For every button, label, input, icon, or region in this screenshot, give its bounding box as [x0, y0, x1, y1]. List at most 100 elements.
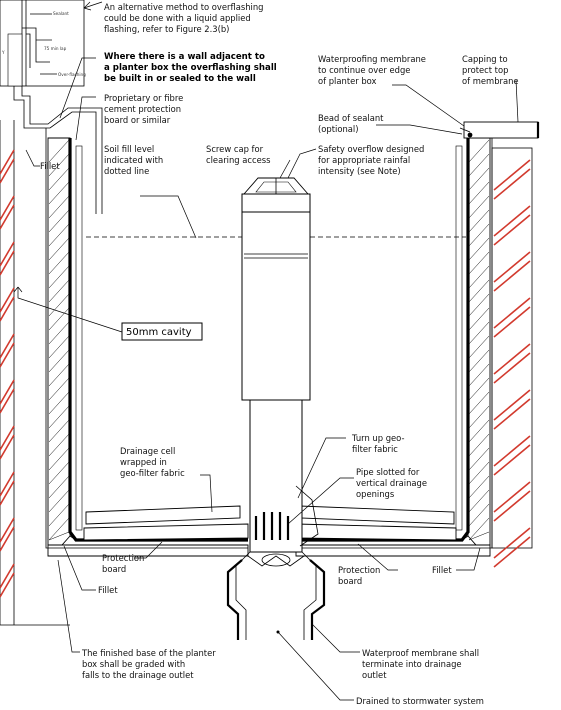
- fillet-right-label: Fillet: [432, 565, 452, 575]
- wall-adjacent-note-line-3: be built in or sealed to the wall: [104, 74, 256, 84]
- brick-hatch-mark: [0, 250, 15, 276]
- wall-hatch-mark: [48, 181, 70, 205]
- wall-hatch-mark: [48, 321, 70, 345]
- brick-hatch-mark: [493, 352, 531, 384]
- drainage-cell-label-line-2: wrapped in: [120, 457, 167, 467]
- brick-hatch-mark: [493, 536, 531, 568]
- wall-hatch-mark: [468, 531, 490, 541]
- wall-hatch-mark: [48, 251, 70, 275]
- soil-fill-label-line-1: Soil fill level: [104, 144, 154, 154]
- wall-hatch-mark: [468, 237, 490, 261]
- left-brick-wall: [0, 120, 70, 626]
- wall-hatch-mark: [468, 419, 490, 443]
- brick-hatch-mark: [493, 260, 531, 292]
- finished-base-label-line-2: box shall be graded with: [82, 659, 185, 669]
- brick-hatch-mark: [0, 572, 15, 598]
- brick-hatch-mark: [0, 287, 15, 313]
- wall-hatch-mark: [468, 475, 490, 499]
- brick-hatch-mark: [493, 343, 531, 375]
- wall-hatch-mark: [48, 265, 70, 289]
- wall-hatch-mark: [468, 489, 490, 513]
- finished-base-label-line-1: The finished base of the planter: [81, 648, 216, 658]
- wall-adjacent-note-line-2: a planter box the overflashing shall: [104, 63, 277, 73]
- brick-hatch-mark: [0, 480, 15, 506]
- brick-hatch-mark: [0, 388, 15, 414]
- brick-hatch-mark: [0, 526, 15, 552]
- brick-hatch-mark: [0, 333, 15, 359]
- wall-hatch-mark: [48, 447, 70, 471]
- turn-up-label-line-1: Turn up geo-: [351, 433, 404, 443]
- protection-board-right-label-line-2: board: [338, 576, 362, 586]
- brick-hatch-mark: [493, 490, 531, 522]
- brick-hatch-mark: [0, 149, 15, 175]
- brick-hatch-mark: [0, 204, 15, 230]
- screw-cap-label-line-1: Screw cap for: [206, 144, 264, 154]
- wall-hatch-mark: [468, 279, 490, 303]
- wall-hatch-mark: [468, 251, 490, 275]
- protection-board-left-label-line-2: board: [102, 564, 126, 574]
- pipe-slotted-label-line-2: vertical drainage: [356, 478, 427, 488]
- brick-hatch-mark: [0, 342, 15, 368]
- wall-hatch-mark: [468, 349, 490, 373]
- wall-hatch-mark: [468, 363, 490, 387]
- safety-overflow-label-line-1: Safety overflow designed: [318, 144, 424, 154]
- wall-hatch-mark: [468, 139, 490, 163]
- pipe-slotted-label-line-3: openings: [356, 489, 394, 499]
- capping-label-line-2: protect top: [462, 65, 508, 75]
- protection-board-top-label-line-3: board or similar: [104, 115, 171, 125]
- wall-hatch-mark: [468, 447, 490, 471]
- brick-hatch-mark: [493, 214, 531, 246]
- brick-hatch-mark: [0, 241, 15, 267]
- membrane-terminate-label-line-3: outlet: [362, 670, 387, 680]
- wall-hatch-mark: [48, 503, 70, 527]
- brick-hatch-mark: [493, 159, 531, 191]
- sealant-bead-label-line-2: (optional): [318, 124, 358, 134]
- drained-label: Drained to stormwater system: [356, 696, 484, 706]
- wall-hatch-mark: [48, 237, 70, 261]
- pipe-slotted-label-line-1: Pipe slotted for: [356, 467, 420, 477]
- brick-hatch-mark: [0, 158, 15, 184]
- wall-hatch-mark: [48, 293, 70, 317]
- finished-base-label-line-3: falls to the drainage outlet: [82, 670, 194, 680]
- alt-method-note-line-2: could be done with a liquid applied: [104, 13, 251, 23]
- wall-hatch-mark: [48, 307, 70, 331]
- wall-hatch-mark: [48, 531, 70, 541]
- waterproofing-membrane: [68, 138, 248, 542]
- brick-hatch-mark: [0, 517, 15, 543]
- wall-hatch-mark: [48, 405, 70, 429]
- capping-label-line-3: of membrane: [462, 76, 519, 86]
- brick-hatch-mark: [493, 435, 531, 467]
- wall-hatch-mark: [468, 391, 490, 415]
- wall-hatch-mark: [48, 139, 70, 163]
- membrane-terminate-label-line-2: terminate into drainage: [362, 659, 462, 669]
- cavity-label: 50mm cavity: [126, 327, 192, 338]
- safety-overflow-label-line-2: for appropriate rainfal: [318, 155, 410, 165]
- wall-hatch-mark: [468, 321, 490, 345]
- right-brick-wall: [491, 147, 533, 568]
- wall-hatch-mark: [468, 377, 490, 401]
- wall-hatch-mark: [468, 209, 490, 233]
- drainage-cell-label-line-1: Drainage cell: [120, 446, 175, 456]
- wall-hatch-mark: [468, 293, 490, 317]
- brick-hatch-mark: [493, 306, 531, 338]
- alt-method-note-line-1: An alternative method to overflashing: [104, 2, 264, 12]
- wall-hatch-mark: [468, 517, 490, 541]
- wall-hatch-mark: [48, 209, 70, 233]
- wall-hatch-mark: [468, 195, 490, 219]
- wall-hatch-mark: [48, 223, 70, 247]
- sealant-bead-label-line-1: Bead of sealant: [318, 113, 384, 123]
- wall-hatch-mark: [468, 461, 490, 485]
- drainage-cell: [83, 505, 457, 541]
- brick-hatch-mark: [493, 168, 531, 200]
- brick-hatch-mark: [0, 434, 15, 460]
- soil-fill-label-line-3: dotted line: [104, 166, 149, 176]
- wall-hatch-mark: [48, 195, 70, 219]
- wall-hatch-mark: [468, 265, 490, 289]
- inset-overflashing-label: Over-flashing: [58, 72, 86, 77]
- inset-sealant-label: Sealant: [53, 11, 69, 16]
- wall-adjacent-note-line-1: Where there is a wall adjacent to: [104, 52, 265, 62]
- wall-hatch-mark: [468, 167, 490, 191]
- wall-hatch-mark: [48, 279, 70, 303]
- svg-text:Y: Y: [1, 50, 5, 55]
